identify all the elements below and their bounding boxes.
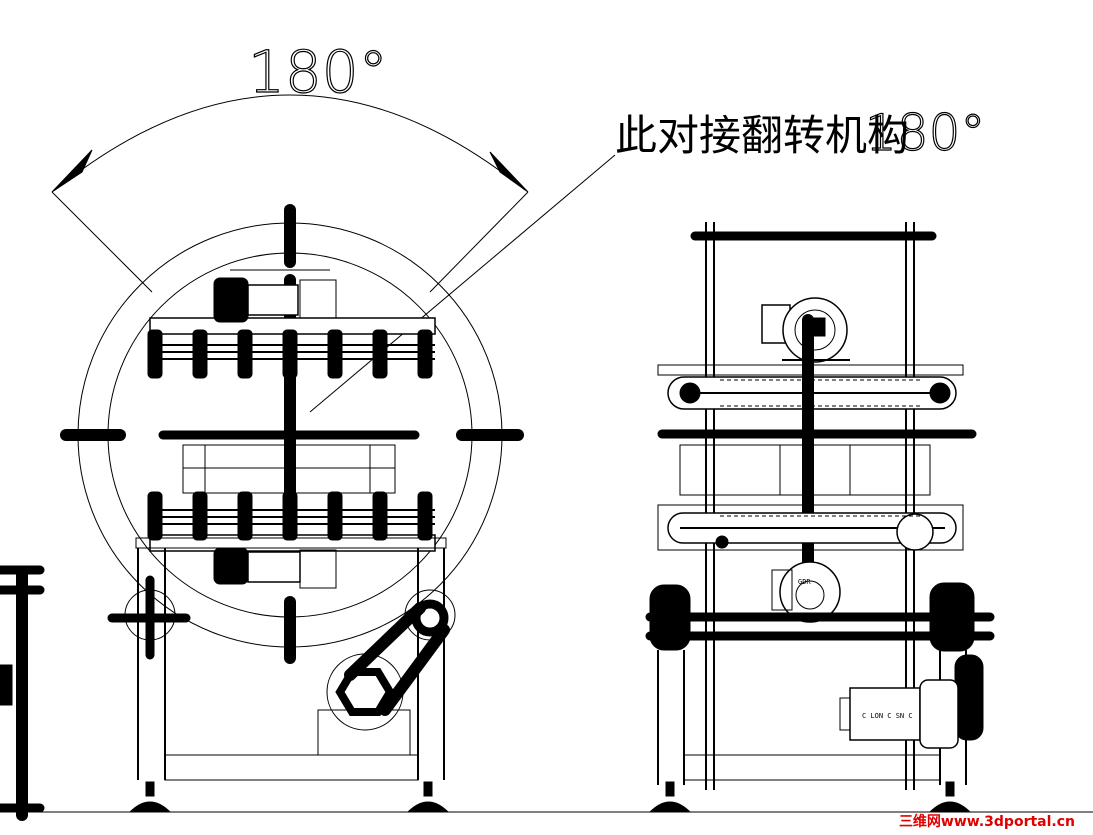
right-view-feet xyxy=(648,781,972,813)
upper-rollers xyxy=(147,329,433,379)
left-view xyxy=(60,204,524,813)
lower-rollers xyxy=(147,491,433,541)
motor-label-bottom: C LON C SN C xyxy=(862,712,913,720)
angle-dimension: 180° xyxy=(51,37,529,293)
left-edge-column xyxy=(0,565,45,821)
motor-label-top: GDR xyxy=(798,578,811,586)
note-value: 180° xyxy=(865,104,985,162)
angle-label: 180° xyxy=(248,38,388,106)
left-view-feet xyxy=(128,781,450,813)
leader-note: 此对接翻转机构 180° xyxy=(309,103,986,413)
note-text: 此对接翻转机构 xyxy=(615,111,909,160)
right-view: GDR C LON C SN C xyxy=(645,222,995,813)
watermark: 三维网www.3dportal.cn xyxy=(898,814,1075,830)
